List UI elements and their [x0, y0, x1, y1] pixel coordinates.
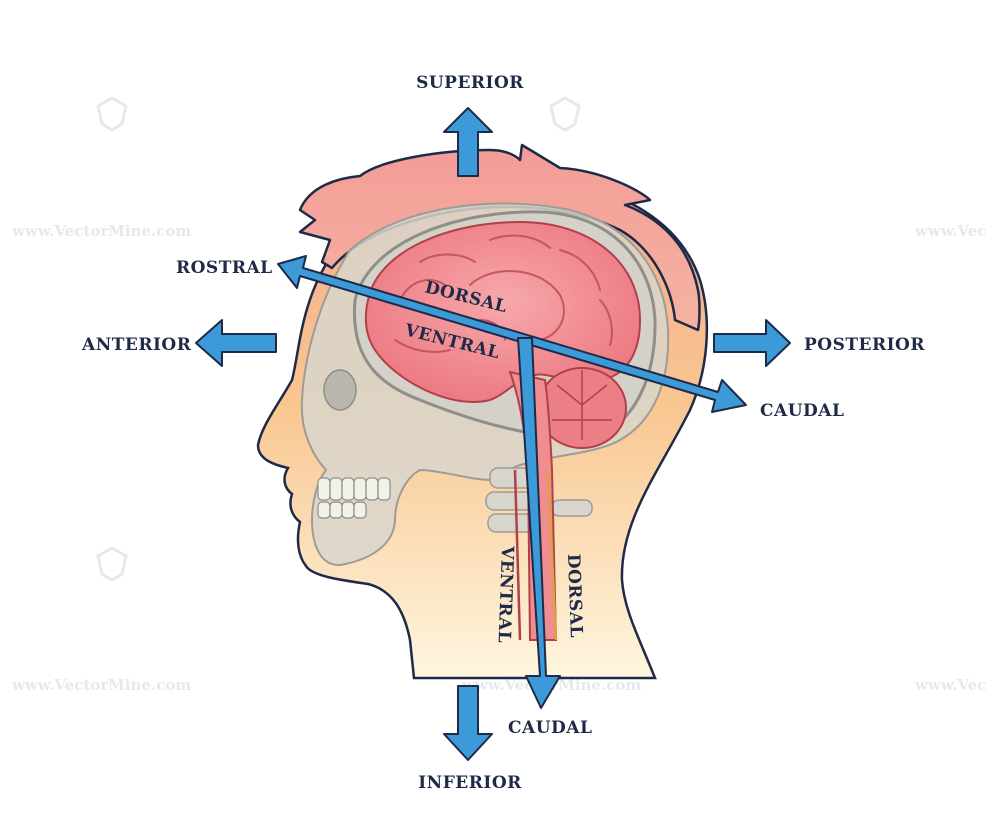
arrow-anterior: [195, 319, 277, 367]
watermark-group: www.VectorMine.com www.VectorMine.com ww…: [11, 96, 986, 694]
label-anterior: ANTERIOR: [81, 335, 192, 355]
arrow-spinal-caudal: [517, 337, 561, 709]
arrow-posterior: [713, 319, 791, 367]
watermark-logo-icon: [96, 546, 128, 582]
watermark-text: www.Vec: [914, 222, 986, 240]
eye-socket: [323, 369, 357, 411]
watermark-logo-icon: [96, 96, 128, 132]
watermark-text: www.VectorMine.com: [11, 676, 191, 694]
teeth: [317, 477, 391, 519]
label-caudal-brain: CAUDAL: [760, 401, 844, 421]
label-inferior: INFERIOR: [418, 773, 522, 793]
spinal-cord-dorsal-line: [546, 469, 558, 641]
label-ventral-spine: VENTRAL: [494, 545, 517, 644]
label-dorsal-spine: DORSAL: [563, 553, 586, 638]
direction-arrows: [195, 107, 791, 761]
head-illustration: [256, 143, 709, 680]
watermark-logo-icon: [549, 96, 581, 132]
label-posterior: POSTERIOR: [804, 335, 925, 355]
watermark-text: www.Vec: [914, 676, 986, 694]
brain-folds: [394, 234, 613, 353]
cerebellum-folds: [552, 370, 612, 440]
arrow-rostral-caudal: [277, 255, 747, 413]
arrow-inferior: [443, 685, 493, 761]
label-rostral: ROSTRAL: [176, 258, 273, 278]
spinal-cord-ventral-line: [513, 469, 522, 641]
arrow-superior: [443, 107, 493, 177]
label-superior: SUPERIOR: [416, 73, 524, 93]
label-caudal-spine: CAUDAL: [508, 718, 592, 738]
watermark-text: www.VectorMine.com: [11, 222, 191, 240]
